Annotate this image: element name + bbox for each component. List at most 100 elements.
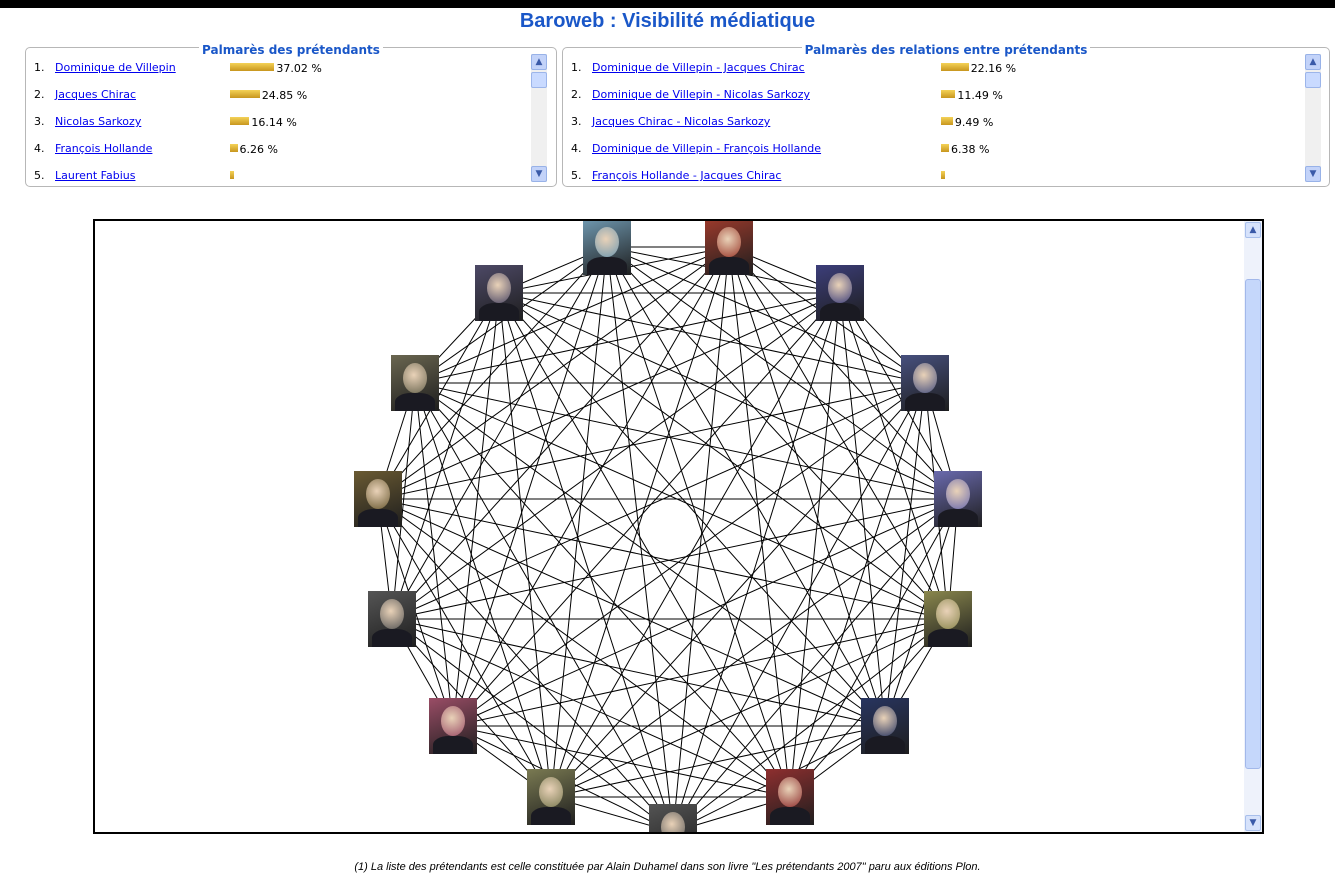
candidate-link[interactable]: Laurent Fabius bbox=[55, 169, 136, 182]
candidate-link[interactable]: Dominique de Villepin - François Holland… bbox=[592, 142, 822, 155]
graph-edge bbox=[550, 618, 949, 798]
graph-edge bbox=[789, 292, 841, 798]
list-item: 5.Laurent Fabius bbox=[34, 166, 528, 182]
portrait-head bbox=[595, 227, 619, 257]
graph-edge bbox=[377, 498, 552, 798]
graph-edge bbox=[606, 246, 949, 620]
percentage-bar bbox=[941, 90, 956, 98]
percentage-value: 6.38 % bbox=[950, 143, 990, 156]
graph-edge bbox=[728, 246, 886, 727]
graph-edge bbox=[452, 382, 926, 727]
graph-edge bbox=[839, 292, 949, 620]
scroll-down-icon[interactable]: ▼ bbox=[531, 166, 547, 182]
candidate-link[interactable]: Jacques Chirac - Nicolas Sarkozy bbox=[592, 115, 771, 128]
portrait-head bbox=[661, 812, 685, 832]
scroll-up-icon[interactable]: ▲ bbox=[531, 54, 547, 70]
scroll-up-icon[interactable]: ▲ bbox=[1305, 54, 1321, 70]
candidate-portrait[interactable] bbox=[354, 471, 402, 527]
graph-edge bbox=[498, 292, 949, 620]
candidate-portrait[interactable] bbox=[934, 471, 982, 527]
candidate-portrait[interactable] bbox=[705, 221, 753, 275]
rank-number: 3. bbox=[571, 115, 582, 128]
graph-edge bbox=[377, 498, 949, 620]
graph-edge bbox=[414, 382, 791, 798]
scroll-down-icon[interactable]: ▼ bbox=[1305, 166, 1321, 182]
list-item: 2. Dominique de Villepin - Nicolas Sarkoz… bbox=[571, 85, 1301, 105]
graph-edge bbox=[377, 246, 730, 500]
portrait-head bbox=[946, 479, 970, 509]
graph-edge bbox=[728, 246, 959, 500]
graph-edge bbox=[414, 382, 674, 832]
graph-edge bbox=[789, 498, 959, 798]
portrait-head bbox=[487, 273, 511, 303]
candidates-scrollbar[interactable]: ▲ ▼ bbox=[531, 54, 547, 182]
candidate-portrait[interactable] bbox=[924, 591, 972, 647]
scroll-thumb[interactable] bbox=[531, 72, 547, 88]
graph-edge bbox=[391, 246, 730, 620]
candidate-link[interactable]: François Hollande - Jacques Chirac bbox=[592, 169, 782, 182]
graph-edge bbox=[391, 246, 608, 620]
graph-edge bbox=[498, 292, 791, 798]
list-item: 4.Dominique de Villepin - François Holla… bbox=[571, 139, 1301, 159]
scroll-down-icon[interactable]: ▼ bbox=[1245, 815, 1261, 831]
candidate-portrait[interactable] bbox=[391, 355, 439, 411]
portrait-head bbox=[913, 363, 937, 393]
graph-edge bbox=[391, 618, 791, 798]
percentage-bar bbox=[941, 63, 969, 71]
graph-edge bbox=[789, 382, 926, 798]
graph-edge bbox=[606, 246, 791, 798]
candidate-portrait[interactable] bbox=[475, 265, 523, 321]
candidate-portrait[interactable] bbox=[583, 221, 631, 275]
candidate-portrait[interactable] bbox=[368, 591, 416, 647]
graph-edge bbox=[414, 382, 949, 620]
graph-edge bbox=[391, 382, 416, 620]
candidate-portrait[interactable] bbox=[766, 769, 814, 825]
graph-edge bbox=[377, 498, 886, 727]
graph-edge bbox=[672, 246, 730, 832]
scroll-thumb[interactable] bbox=[1305, 72, 1321, 88]
percentage-value: 22.16 % bbox=[970, 62, 1017, 75]
percentage-bar bbox=[230, 90, 260, 98]
graph-edge bbox=[550, 292, 841, 798]
portrait-body bbox=[770, 807, 810, 825]
percentage-bar bbox=[941, 117, 953, 125]
percentage-bar bbox=[230, 117, 250, 125]
candidate-link[interactable]: François Hollande bbox=[55, 142, 153, 155]
scroll-thumb[interactable] bbox=[1245, 279, 1261, 769]
candidate-link[interactable]: Dominique de Villepin - Nicolas Sarkozy bbox=[592, 88, 810, 101]
portrait-head bbox=[403, 363, 427, 393]
ranking-panel-relations: Palmarès des relations entre prétendants… bbox=[562, 43, 1330, 187]
candidate-portrait[interactable] bbox=[527, 769, 575, 825]
graph-edge bbox=[452, 292, 500, 727]
graph-edge bbox=[550, 725, 886, 798]
graph-edge bbox=[498, 292, 674, 832]
rank-number: 2. bbox=[571, 88, 582, 101]
rank-number: 5. bbox=[571, 169, 582, 182]
portrait-head bbox=[936, 599, 960, 629]
rank-number: 1. bbox=[34, 61, 45, 74]
candidate-portrait[interactable] bbox=[649, 804, 697, 832]
scroll-up-icon[interactable]: ▲ bbox=[1245, 222, 1261, 238]
candidate-portrait[interactable] bbox=[429, 698, 477, 754]
graph-edge bbox=[414, 382, 552, 798]
candidate-link[interactable]: Jacques Chirac bbox=[55, 88, 137, 101]
graph-edge bbox=[672, 498, 959, 832]
candidate-link[interactable]: Nicolas Sarkozy bbox=[55, 115, 142, 128]
graph-edge bbox=[391, 618, 674, 832]
graph-scrollbar[interactable]: ▲ ▼ bbox=[1244, 221, 1262, 832]
candidate-portrait[interactable] bbox=[901, 355, 949, 411]
panel-title-relations: Palmarès des relations entre prétendants bbox=[801, 43, 1091, 57]
candidate-link[interactable]: Dominique de Villepin bbox=[55, 61, 176, 74]
portrait-head bbox=[539, 777, 563, 807]
candidate-portrait[interactable] bbox=[816, 265, 864, 321]
relations-scrollbar[interactable]: ▲ ▼ bbox=[1305, 54, 1321, 182]
graph-edge bbox=[452, 246, 730, 727]
graph-edge bbox=[391, 292, 841, 620]
candidate-portrait[interactable] bbox=[861, 698, 909, 754]
graph-edge bbox=[414, 292, 841, 384]
candidate-link[interactable]: Dominique de Villepin - Jacques Chirac bbox=[592, 61, 805, 74]
